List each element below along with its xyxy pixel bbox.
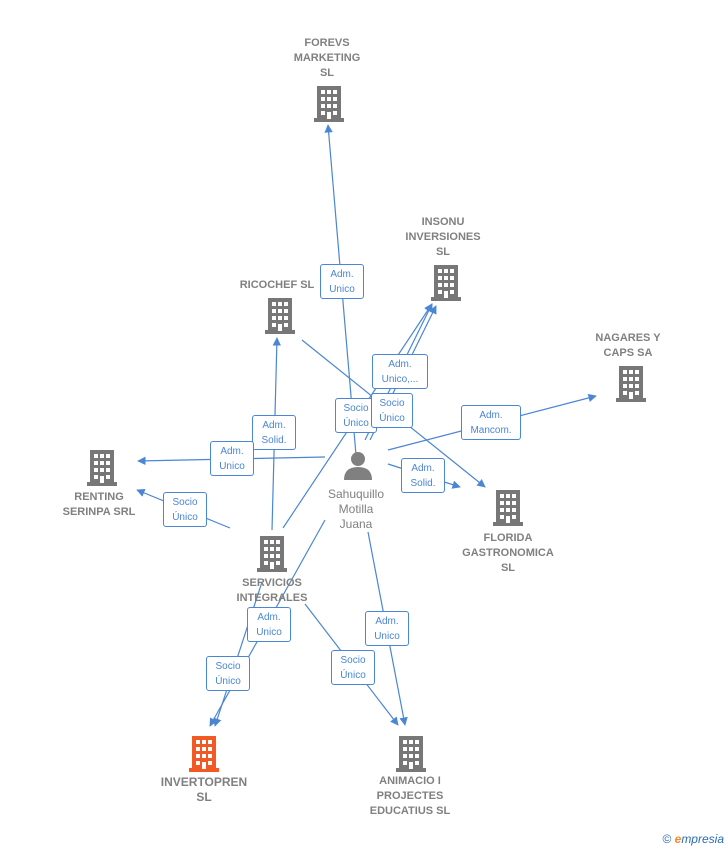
node-label-forevs[interactable]: FOREVS MARKETING SL — [293, 37, 361, 79]
edge-servicios-invertopren — [213, 581, 263, 727]
brand-logo-text: mpresia — [681, 832, 724, 846]
building-icon-invertopren[interactable] — [189, 736, 219, 772]
edge-label-animacio-socio[interactable]: Socio Único — [331, 650, 375, 685]
building-icon-nagares[interactable] — [616, 366, 646, 402]
building-icon-servicios[interactable] — [257, 536, 287, 572]
building-icon-renting[interactable] — [87, 450, 117, 486]
node-label-renting[interactable]: RENTING SERINPA SRL — [62, 491, 136, 518]
edge-label-socio-center[interactable]: Socio Único — [335, 398, 377, 433]
edge-label-inver-socio[interactable]: Socio Único — [206, 656, 250, 691]
footer-brand: © empresia — [662, 832, 724, 846]
node-label-florida[interactable]: FLORIDA GASTRONOMICA SL — [462, 532, 554, 574]
edge-label-insonu[interactable]: Adm. Unico,... — [372, 354, 428, 389]
building-icon-animacio[interactable] — [396, 736, 426, 772]
node-label-invertopren[interactable]: INVERTOPREN SL — [160, 775, 248, 804]
copyright-symbol: © — [662, 832, 672, 846]
node-label-nagares[interactable]: NAGARES Y CAPS SA — [595, 332, 661, 359]
building-icon-forevs[interactable] — [314, 86, 344, 122]
building-icon-insonu[interactable] — [431, 265, 461, 301]
edge-label-animacio-adm[interactable]: Adm. Unico — [365, 611, 409, 646]
edge-label-inver-adm[interactable]: Adm. Unico — [247, 607, 291, 642]
node-label-ricochef[interactable]: RICOCHEF SL — [239, 279, 315, 291]
node-label-animacio[interactable]: ANIMACIO I PROJECTES EDUCATIUS SL — [369, 775, 451, 817]
building-icon-florida[interactable] — [493, 490, 523, 526]
person-label[interactable]: Sahuquillo Motilla Juana — [327, 487, 385, 531]
building-icon-ricochef[interactable] — [265, 298, 295, 334]
edge-label-forevs[interactable]: Adm. Unico — [320, 264, 364, 299]
edge-label-nagares[interactable]: Adm. Mancom. — [461, 405, 521, 440]
person-icon[interactable] — [344, 452, 372, 480]
brand-logo-e: e — [674, 832, 682, 846]
edge-label-socio-right[interactable]: Socio Único — [371, 393, 413, 428]
node-label-insonu[interactable]: INSONU INVERSIONES SL — [405, 216, 481, 258]
edge-label-renting-adm[interactable]: Adm. Unico — [210, 441, 254, 476]
edge-label-ricochef[interactable]: Adm. Solid. — [252, 415, 296, 450]
edge-label-florida[interactable]: Adm. Solid. — [401, 458, 445, 493]
edge-label-renting-socio[interactable]: Socio Único — [163, 492, 207, 527]
